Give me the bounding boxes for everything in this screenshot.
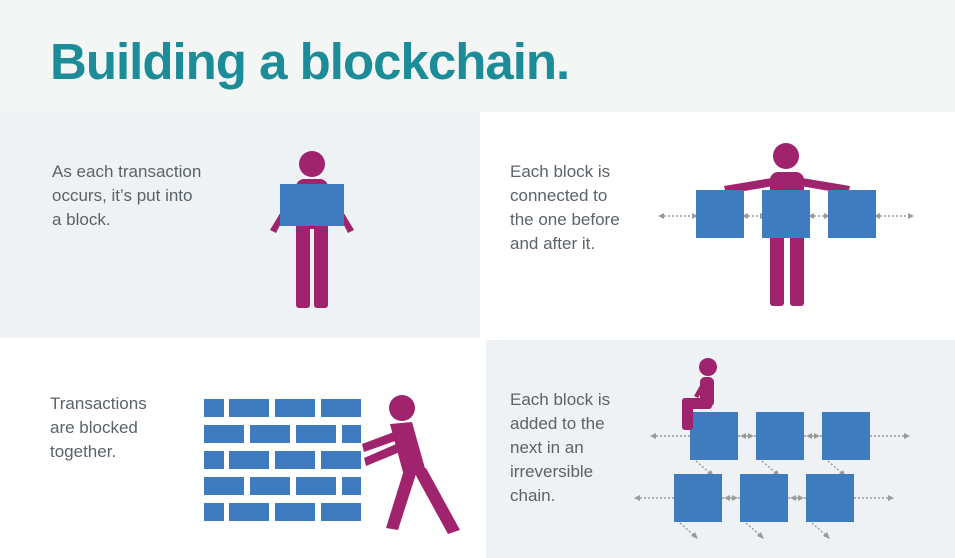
panel-transaction-to-block: As each transaction occurs, it’s put int… xyxy=(0,112,480,338)
caption-blocked-together: Transactions are blocked together. xyxy=(50,394,147,461)
person-connecting-blocks-icon xyxy=(658,143,914,306)
person-holding-block-icon xyxy=(270,151,354,308)
panel-connected-blocks: Each block is connected to the one befor… xyxy=(486,112,955,338)
caption-connected-blocks: Each block is connected to the one befor… xyxy=(510,162,620,253)
panel-blocked-together: Transactions are blocked together. xyxy=(0,340,480,558)
panel-irreversible-chain: Each block is added to the next in an ir… xyxy=(486,340,955,558)
header: Building a blockchain. xyxy=(0,0,955,112)
person-pushing-brick-wall-icon xyxy=(204,395,460,534)
person-sitting-on-block-chain-icon xyxy=(634,358,910,539)
caption-transaction-to-block: As each transaction occurs, it’s put int… xyxy=(52,162,202,229)
page-title: Building a blockchain. xyxy=(50,33,570,90)
caption-irreversible-chain: Each block is added to the next in an ir… xyxy=(510,390,611,505)
